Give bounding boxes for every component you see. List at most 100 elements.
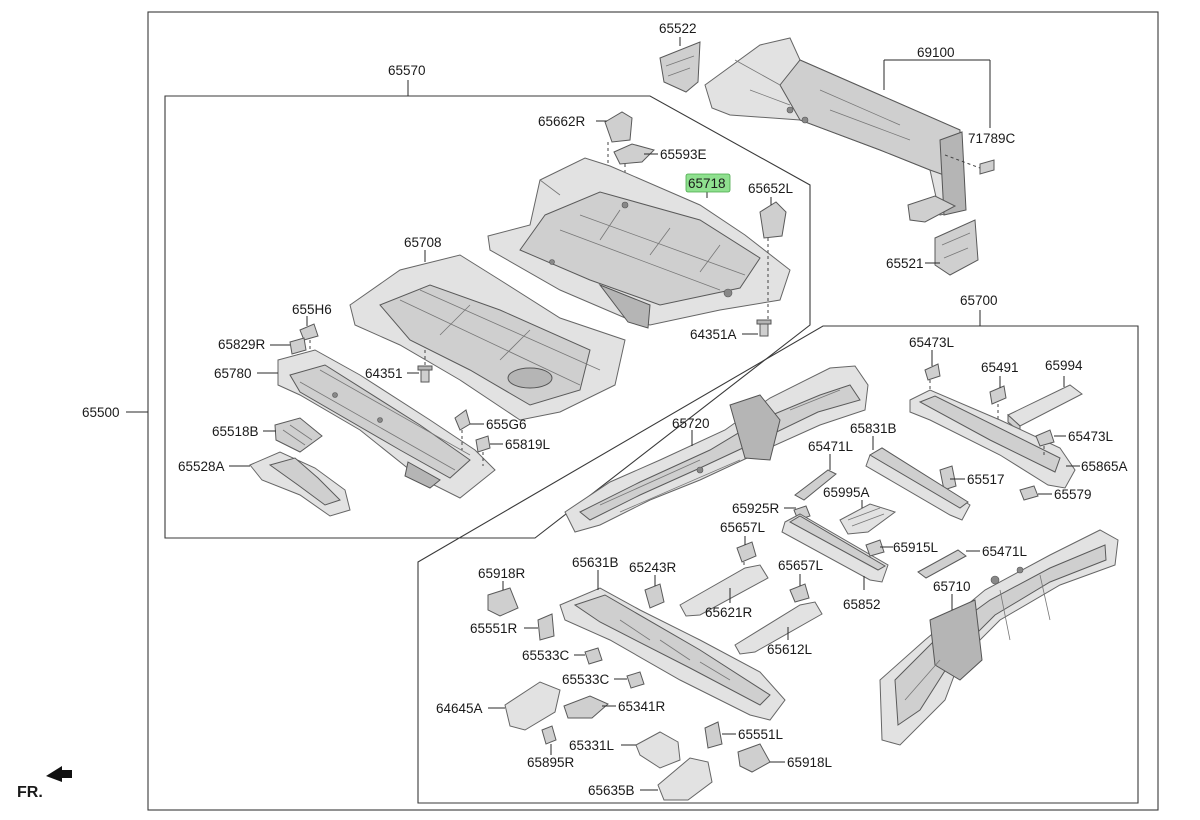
part-65652L [759, 197, 787, 320]
label-65570[interactable]: 65570 [388, 63, 426, 78]
label-65831B[interactable]: 65831B [850, 421, 897, 436]
label-65341R[interactable]: 65341R [618, 699, 666, 714]
label-65528A[interactable]: 65528A [178, 459, 225, 474]
part-65522 [659, 37, 701, 93]
part-65533C-a [574, 647, 603, 665]
label-65925R[interactable]: 65925R [732, 501, 780, 516]
part-65895R [541, 725, 557, 755]
label-65720[interactable]: 65720 [672, 416, 710, 431]
part-65517 [939, 465, 965, 491]
front-direction-label: FR. [17, 784, 43, 801]
part-65780 [257, 349, 496, 499]
part-65662R [596, 111, 633, 165]
label-65533C-a[interactable]: 65533C [522, 648, 570, 663]
label-65473L-right[interactable]: 65473L [1068, 429, 1114, 444]
label-65533C-b[interactable]: 65533C [562, 672, 610, 687]
outer-frame [147, 11, 1159, 811]
label-65918R[interactable]: 65918R [478, 566, 526, 581]
label-65780[interactable]: 65780 [214, 366, 252, 381]
label-65662R[interactable]: 65662R [538, 114, 586, 129]
label-65995A[interactable]: 65995A [823, 485, 870, 500]
part-65579 [1019, 485, 1052, 501]
part-65518B [263, 417, 323, 453]
part-65710 [879, 529, 1119, 746]
part-65243R [644, 575, 665, 609]
label-65621R[interactable]: 65621R [705, 605, 753, 620]
member-group-frame [417, 325, 1139, 804]
label-65331L[interactable]: 65331L [569, 738, 615, 753]
label-65700[interactable]: 65700 [960, 293, 998, 308]
label-65819L[interactable]: 65819L [505, 437, 551, 452]
label-65473L-top[interactable]: 65473L [909, 335, 955, 350]
label-65652L[interactable]: 65652L [748, 181, 794, 196]
label-655G6[interactable]: 655G6 [486, 417, 527, 432]
label-69100[interactable]: 69100 [917, 45, 955, 60]
label-65579[interactable]: 65579 [1054, 487, 1092, 502]
part-69100 [704, 37, 991, 223]
label-65522[interactable]: 65522 [659, 21, 697, 36]
label-65593E[interactable]: 65593E [660, 147, 707, 162]
label-65517[interactable]: 65517 [967, 472, 1005, 487]
label-65708[interactable]: 65708 [404, 235, 442, 250]
part-65918L [737, 743, 785, 773]
label-65994[interactable]: 65994 [1045, 358, 1083, 373]
part-65491 [989, 376, 1007, 440]
label-65551R[interactable]: 65551R [470, 621, 518, 636]
part-65995A [839, 500, 897, 535]
label-65718[interactable]: 65718 [688, 176, 726, 191]
part-71789C [944, 154, 995, 175]
part-64645A [488, 681, 561, 731]
label-65865A[interactable]: 65865A [1081, 459, 1128, 474]
label-65500[interactable]: 65500 [82, 405, 120, 420]
part-65533C-b [614, 671, 645, 689]
part-65593E [613, 143, 658, 200]
part-655G6 [454, 409, 484, 450]
part-64351A [742, 319, 772, 337]
part-65471L-top [794, 454, 837, 501]
label-65829R[interactable]: 65829R [218, 337, 266, 352]
part-65551R [524, 613, 555, 641]
label-65657L-a[interactable]: 65657L [720, 520, 766, 535]
part-65635B [640, 757, 713, 801]
label-65631B[interactable]: 65631B [572, 555, 619, 570]
label-65551L[interactable]: 65551L [738, 727, 784, 742]
part-65718 [487, 157, 791, 329]
part-655H6 [299, 316, 319, 360]
part-65657L-b [789, 574, 810, 603]
label-64645A[interactable]: 64645A [436, 701, 483, 716]
label-65491[interactable]: 65491 [981, 360, 1019, 375]
label-65612L[interactable]: 65612L [767, 642, 813, 657]
label-65895R[interactable]: 65895R [527, 755, 575, 770]
label-65710[interactable]: 65710 [933, 579, 971, 594]
part-65631B [559, 570, 786, 721]
part-65331L [621, 731, 681, 769]
label-65915L[interactable]: 65915L [893, 540, 939, 555]
label-655H6[interactable]: 655H6 [292, 302, 332, 317]
label-65657L-b[interactable]: 65657L [778, 558, 824, 573]
label-65918L[interactable]: 65918L [787, 755, 833, 770]
part-65831B [865, 436, 971, 521]
label-64351[interactable]: 64351 [365, 366, 403, 381]
front-arrow-icon [46, 766, 72, 782]
part-65341R [563, 695, 616, 719]
floor-panel-group-frame [164, 95, 811, 539]
part-65621R [679, 564, 769, 617]
part-64351 [407, 350, 433, 383]
label-65852[interactable]: 65852 [843, 597, 881, 612]
part-65708 [349, 250, 626, 421]
part-65473L-right [1035, 429, 1066, 456]
label-65518B[interactable]: 65518B [212, 424, 259, 439]
part-65915L [865, 539, 893, 557]
part-65471L-right [917, 549, 980, 579]
part-65720 [564, 365, 869, 533]
label-71789C[interactable]: 71789C [968, 131, 1016, 146]
part-65819L [475, 435, 503, 466]
label-65243R[interactable]: 65243R [629, 560, 677, 575]
label-65521[interactable]: 65521 [886, 256, 924, 271]
label-65471L-right[interactable]: 65471L [982, 544, 1028, 559]
label-64351A[interactable]: 64351A [690, 327, 737, 342]
part-65918R [487, 581, 519, 617]
label-65471L-top[interactable]: 65471L [808, 439, 854, 454]
label-65635B[interactable]: 65635B [588, 783, 635, 798]
